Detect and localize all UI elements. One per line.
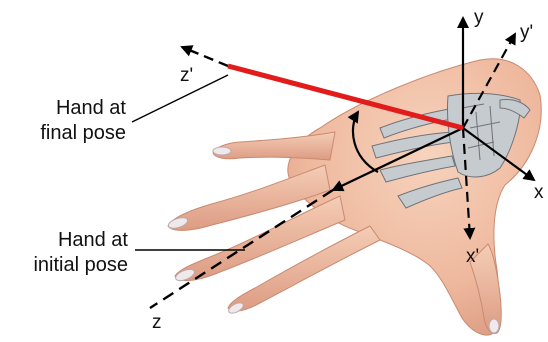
index-nail (213, 147, 231, 155)
index-finger (213, 132, 335, 160)
initial-pose-label-line2: initial pose (33, 254, 128, 276)
y-prime-axis-label: y' (520, 22, 533, 43)
y-axis-label: y (474, 7, 484, 28)
z-prime-axis-dashed (182, 47, 228, 66)
initial-pose-label-line1: Hand at (58, 229, 128, 251)
x-prime-axis-label: x' (466, 246, 479, 267)
final-pose-label-line1: Hand at (56, 97, 126, 119)
final-pose-label-line2: final pose (40, 122, 126, 144)
z-axis-label: z (152, 312, 162, 333)
thumb-nail (489, 319, 499, 333)
z-prime-axis-label: z' (180, 65, 193, 86)
x-axis-label: x (534, 182, 544, 203)
